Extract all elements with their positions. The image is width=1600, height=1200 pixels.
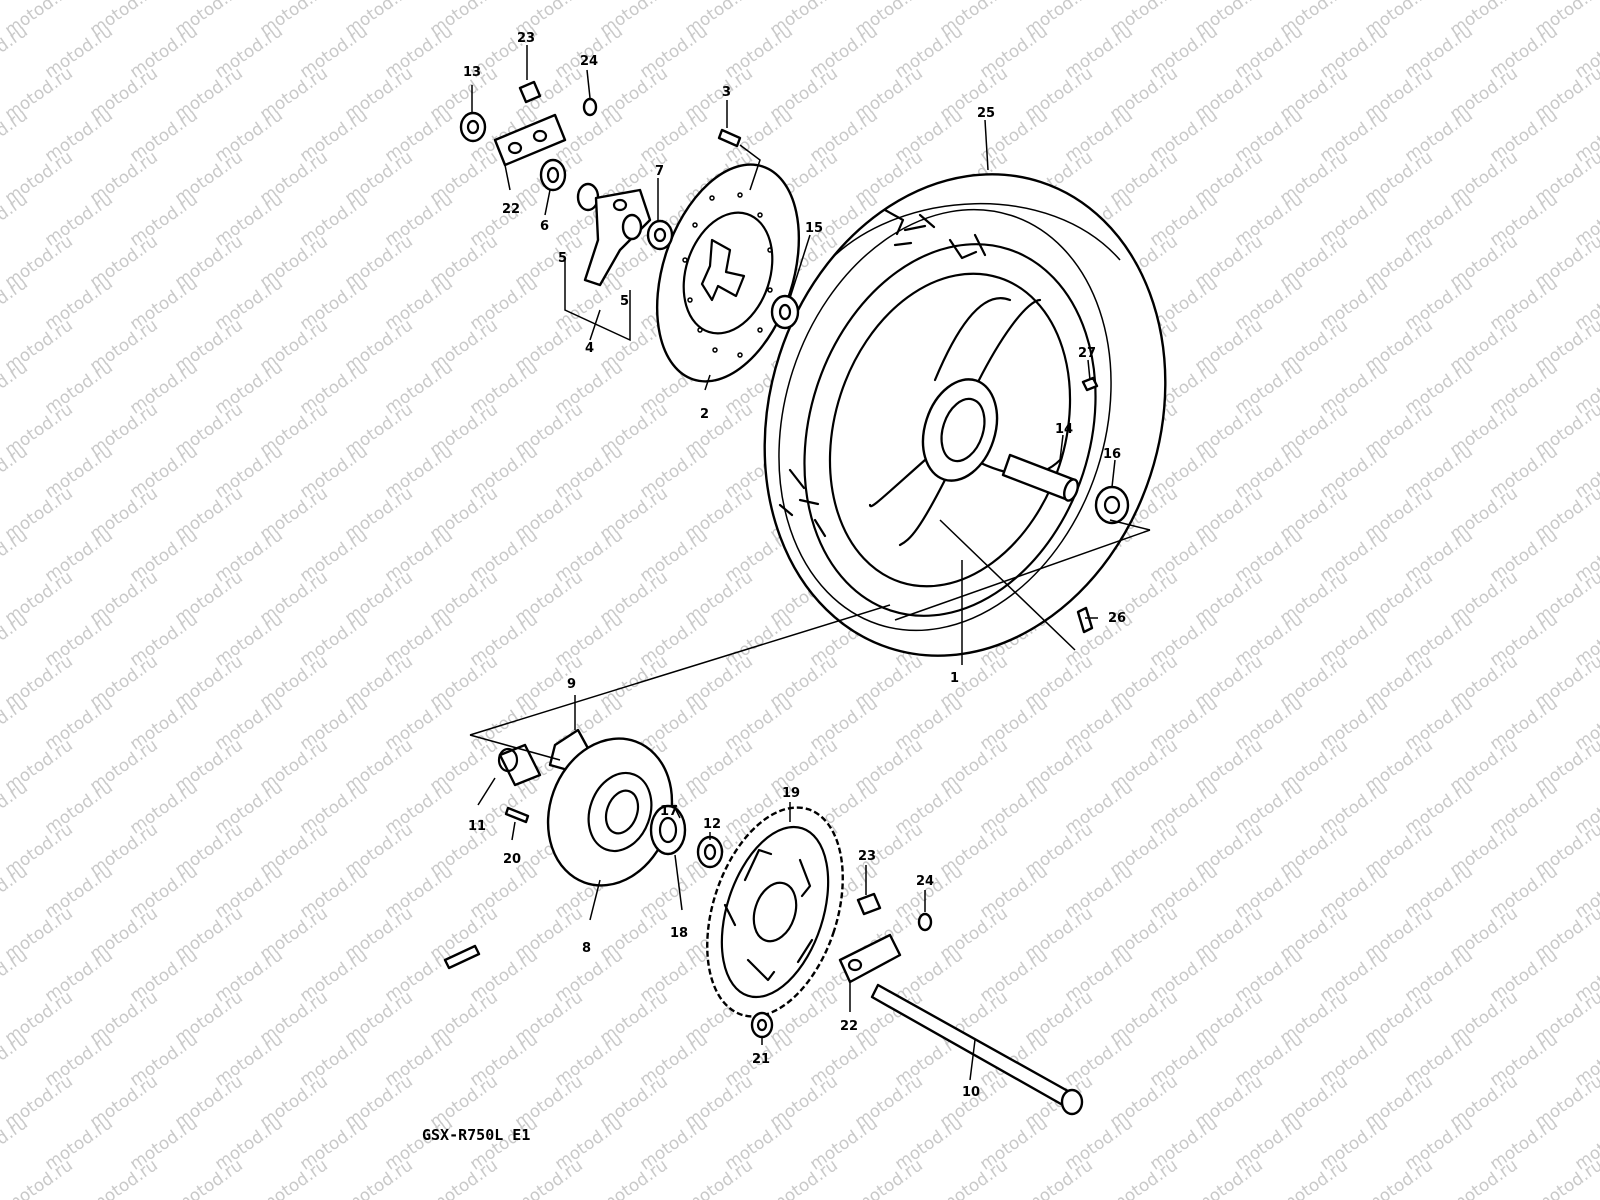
callout-16: 16 <box>1103 447 1121 462</box>
callout-20: 20 <box>503 852 521 867</box>
callout-14: 14 <box>1055 422 1073 437</box>
chain-adjuster-22-bottom <box>838 933 902 984</box>
callout-19: 19 <box>782 786 800 801</box>
collar-11 <box>497 743 542 787</box>
collar-15 <box>770 294 800 330</box>
caliper-bracket-4 <box>583 188 652 287</box>
model-label: GSX-R750L E1 <box>422 1126 530 1144</box>
callout-9: 9 <box>567 677 576 692</box>
callout-24b: 24 <box>916 874 934 889</box>
callout-18: 18 <box>670 926 688 941</box>
callout-13: 13 <box>463 65 481 80</box>
nut-21 <box>750 1011 774 1039</box>
callout-7: 7 <box>655 164 664 179</box>
washer-5a <box>576 182 600 212</box>
callout-22a: 22 <box>502 202 520 217</box>
brake-disc <box>655 163 801 383</box>
arrow-icon <box>443 944 481 970</box>
callout-11: 11 <box>468 819 486 834</box>
callout-4: 4 <box>585 341 594 356</box>
chain-adjuster-22-top <box>493 113 567 167</box>
callout-6: 6 <box>540 219 549 234</box>
valve-26 <box>1076 606 1094 634</box>
callout-3: 3 <box>722 85 731 100</box>
callout-24a: 24 <box>580 54 598 69</box>
callout-5b: 5 <box>620 294 629 309</box>
rear-sprocket-19 <box>706 806 844 1018</box>
callout-15: 15 <box>805 221 823 236</box>
callout-23a: 23 <box>517 31 535 46</box>
callout-27: 27 <box>1078 346 1096 361</box>
oil-seal-12 <box>696 835 724 869</box>
callout-22b: 22 <box>840 1019 858 1034</box>
spacer-6 <box>539 158 567 192</box>
callout-12: 12 <box>703 817 721 832</box>
rear-wheel <box>763 173 1167 657</box>
callout-25: 25 <box>977 106 995 121</box>
callout-17: 17 <box>660 804 678 819</box>
cap-23-top <box>518 80 542 104</box>
callout-21: 21 <box>752 1052 770 1067</box>
cap-23-bottom <box>856 892 882 916</box>
stud-20 <box>504 806 530 824</box>
callout-5a: 5 <box>558 251 567 266</box>
callout-23b: 23 <box>858 849 876 864</box>
callout-26: 26 <box>1108 611 1126 626</box>
bolt-3 <box>717 128 742 148</box>
callout-2: 2 <box>700 407 709 422</box>
spacer-16 <box>1094 485 1130 525</box>
axle-spacer-14 <box>1001 453 1079 502</box>
callout-8: 8 <box>582 941 591 956</box>
callout-1: 1 <box>950 671 959 686</box>
nut-13 <box>459 111 487 143</box>
bearing-17 <box>649 804 687 856</box>
leader-lines <box>469 45 1151 1081</box>
washer-24-top <box>582 97 598 117</box>
washer-5b <box>621 213 643 241</box>
callout-10: 10 <box>962 1085 980 1100</box>
callout-labels: 1 2 3 4 5 5 6 7 8 9 10 11 12 13 14 15 16… <box>463 31 1126 1100</box>
spacer-7 <box>646 219 674 251</box>
washer-24-bottom <box>917 912 933 932</box>
